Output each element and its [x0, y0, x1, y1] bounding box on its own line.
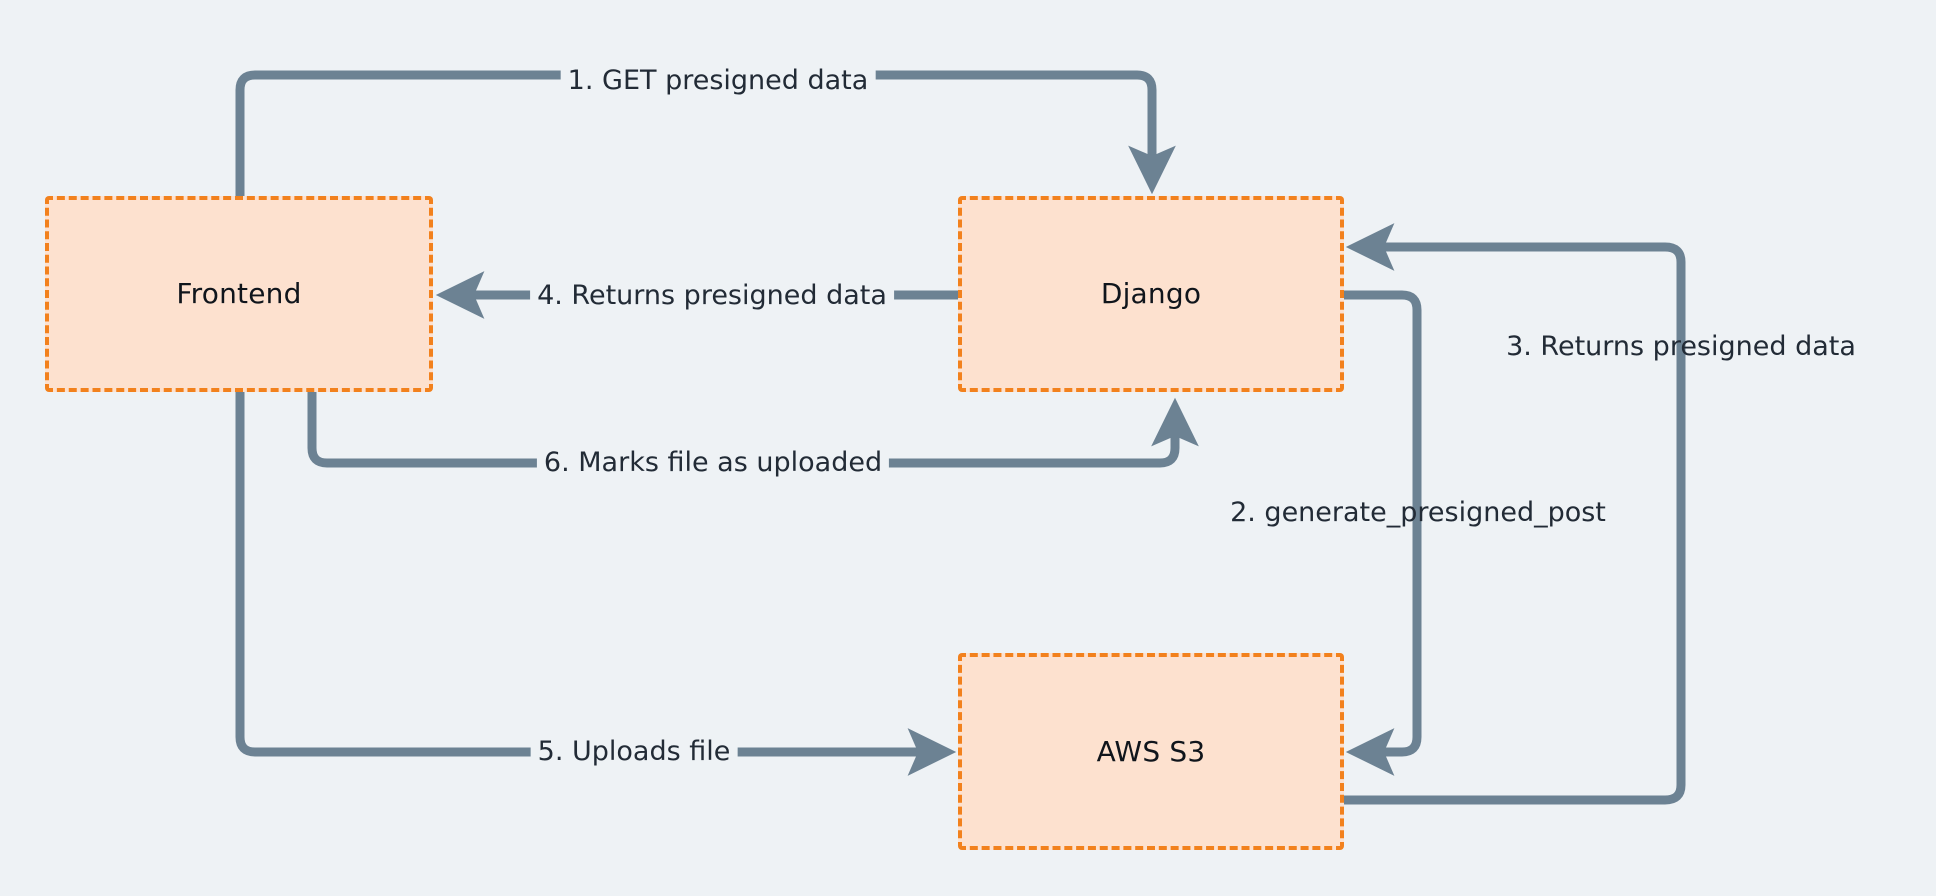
- edge-path-5: [235, 387, 957, 776]
- node-frontend-label: Frontend: [176, 277, 302, 310]
- edge-path-3: [1339, 223, 1686, 805]
- edge-label-3: 3. Returns presigned data: [1506, 330, 1856, 362]
- edge-label-5: 5. Uploads file: [530, 737, 738, 767]
- node-django-label: Django: [1100, 277, 1202, 310]
- edge-label-2: 2. generate_presigned_post: [1230, 496, 1606, 528]
- node-aws-s3-label: AWS S3: [1096, 734, 1206, 768]
- node-django[interactable]: Django: [958, 196, 1344, 392]
- edge-path-2: [1339, 290, 1422, 776]
- edge-label-6: 6. Marks file as uploaded: [536, 448, 890, 478]
- edge-label-4: 4. Returns presigned data: [530, 281, 894, 311]
- edge-label-1: 1. GET presigned data: [560, 66, 876, 96]
- node-aws-s3[interactable]: AWS S3: [958, 653, 1344, 850]
- node-frontend[interactable]: Frontend: [45, 196, 433, 392]
